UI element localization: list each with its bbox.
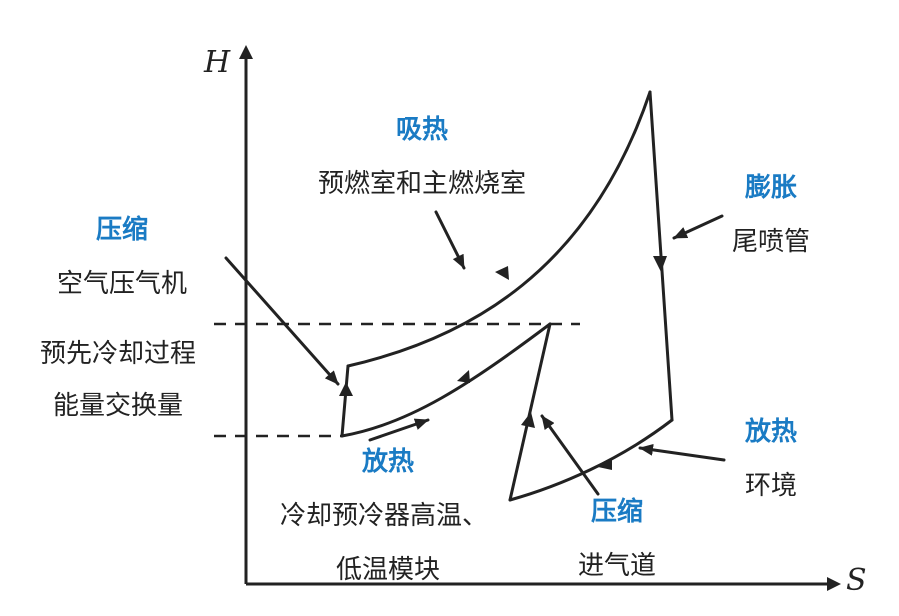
pointer-environment	[638, 443, 726, 462]
heat-absorption-desc: 预燃室和主燃烧室	[318, 169, 526, 199]
compression-intake-title: 压缩	[591, 496, 643, 527]
flow-arrow-precooler	[457, 370, 470, 383]
flow-arrow-heat-absorption	[495, 266, 509, 280]
heat-rejection-precooler-desc-2: 低温模块	[336, 555, 440, 585]
heat-rejection-curve	[508, 418, 674, 502]
precooling-line1: 预先冷却过程	[40, 339, 196, 369]
flow-arrow-compression	[339, 382, 353, 396]
flow-arrow-heat-rejection	[598, 458, 612, 470]
pointer-intake	[540, 414, 600, 496]
pointer-compression-air	[224, 256, 340, 386]
compression-segment	[340, 364, 350, 438]
heat-absorption-title: 吸热	[396, 115, 448, 145]
pointer-precooler	[368, 418, 430, 442]
flow-arrow-expansion	[653, 256, 667, 272]
pointer-expansion	[672, 214, 724, 240]
pointer-heat-absorption	[434, 210, 466, 270]
heat-absorption-curve	[346, 90, 652, 368]
heat-rejection-env-title: 放热	[744, 416, 797, 447]
flow-arrow-intake	[521, 412, 535, 428]
heat-rejection-precooler-title: 放热	[361, 446, 414, 477]
precooling-line2: 能量交换量	[53, 391, 183, 421]
heat-rejection-precooler-desc-1: 冷却预冷器高温、	[280, 501, 488, 531]
expansion-desc: 尾喷管	[732, 227, 810, 257]
expansion-title: 膨胀	[745, 173, 797, 203]
compression-air-title: 压缩	[96, 214, 148, 245]
x-axis-label: S	[846, 563, 867, 598]
precooler-curve	[340, 322, 552, 438]
compression-air-desc: 空气压气机	[57, 269, 187, 299]
heat-rejection-env-desc: 环境	[745, 471, 797, 501]
compression-intake-desc: 进气道	[578, 551, 656, 581]
y-axis-label: H	[203, 45, 231, 80]
intake-compression-line	[508, 322, 552, 502]
